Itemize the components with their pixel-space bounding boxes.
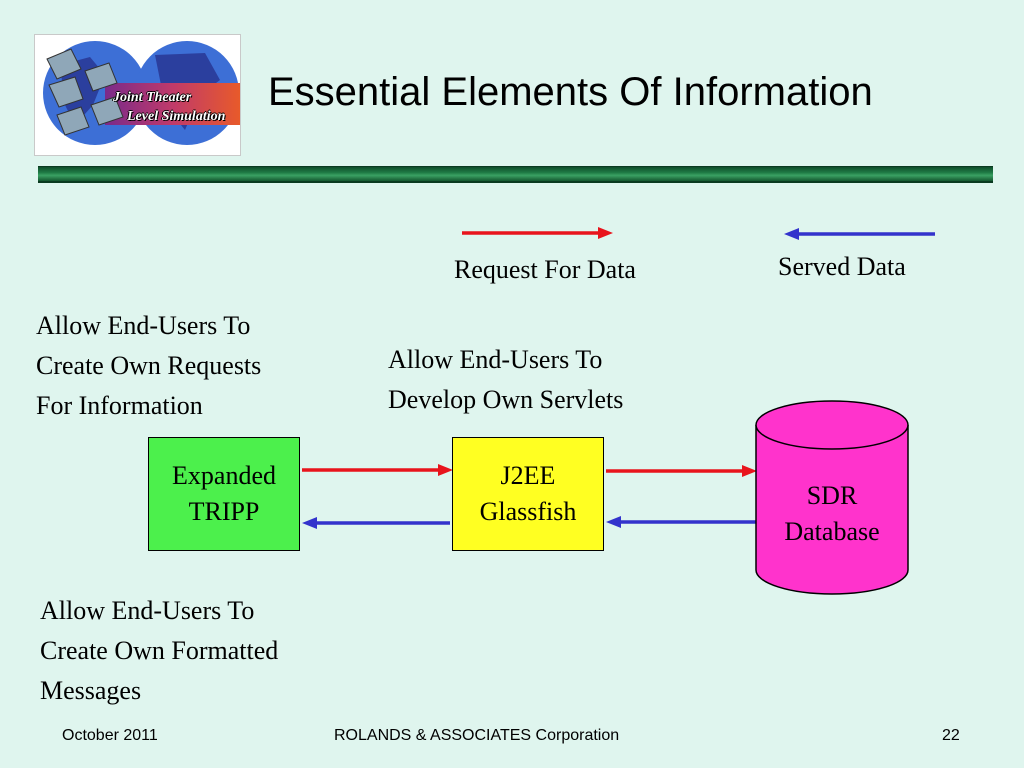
note-messages-line-2: Create Own Formatted — [40, 636, 279, 665]
node-tripp-line-2: TRIPP — [188, 497, 260, 526]
title-divider — [38, 166, 993, 183]
legend-request-label: Request For Data — [454, 255, 636, 284]
legend-served-arrow — [784, 228, 935, 240]
note-servlets: Allow End-Users To Develop Own Servlets — [388, 340, 623, 420]
logo-text-line2: Level Simulation — [127, 109, 226, 124]
footer-page-number: 22 — [942, 727, 960, 744]
note-requests: Allow End-Users To Create Own Requests F… — [36, 306, 261, 426]
legend-request-arrow — [462, 227, 613, 239]
note-requests-line-1: Allow End-Users To — [36, 311, 251, 340]
node-j2ee-glassfish: J2EE Glassfish — [452, 437, 604, 551]
globe-map-icon — [43, 41, 240, 145]
note-messages-line-1: Allow End-Users To — [40, 596, 255, 625]
legend-served-label: Served Data — [778, 252, 906, 281]
page-title: Essential Elements Of Information — [268, 70, 873, 114]
footer-date: October 2011 — [62, 727, 158, 744]
request-arrow-j2ee-to-sdr — [606, 465, 757, 477]
node-expanded-tripp: Expanded TRIPP — [148, 437, 300, 551]
node-j2ee-line-1: J2EE — [500, 461, 556, 490]
note-servlets-line-1: Allow End-Users To — [388, 345, 603, 374]
note-servlets-line-2: Develop Own Servlets — [388, 385, 624, 414]
note-messages: Allow End-Users To Create Own Formatted … — [40, 591, 278, 711]
node-sdr-line-2: Database — [784, 517, 880, 546]
node-j2ee-line-2: Glassfish — [479, 497, 577, 526]
note-requests-line-2: Create Own Requests — [36, 351, 262, 380]
request-arrow-tripp-to-j2ee — [302, 464, 453, 476]
logo: Joint Theater Level Simulation — [34, 34, 241, 156]
node-sdr-line-1: SDR — [806, 481, 858, 510]
served-arrow-sdr-to-j2ee — [606, 516, 756, 528]
logo-text-line1: Joint Theater — [113, 90, 192, 105]
served-arrow-j2ee-to-tripp — [302, 517, 450, 529]
note-messages-line-3: Messages — [40, 676, 142, 705]
node-tripp-line-1: Expanded — [172, 461, 276, 490]
node-sdr-database-label: SDR Database — [756, 478, 908, 550]
footer-company: ROLANDS & ASSOCIATES Corporation — [334, 727, 620, 744]
sdr-database-cylinder — [755, 400, 909, 595]
note-requests-line-3: For Information — [36, 391, 203, 420]
